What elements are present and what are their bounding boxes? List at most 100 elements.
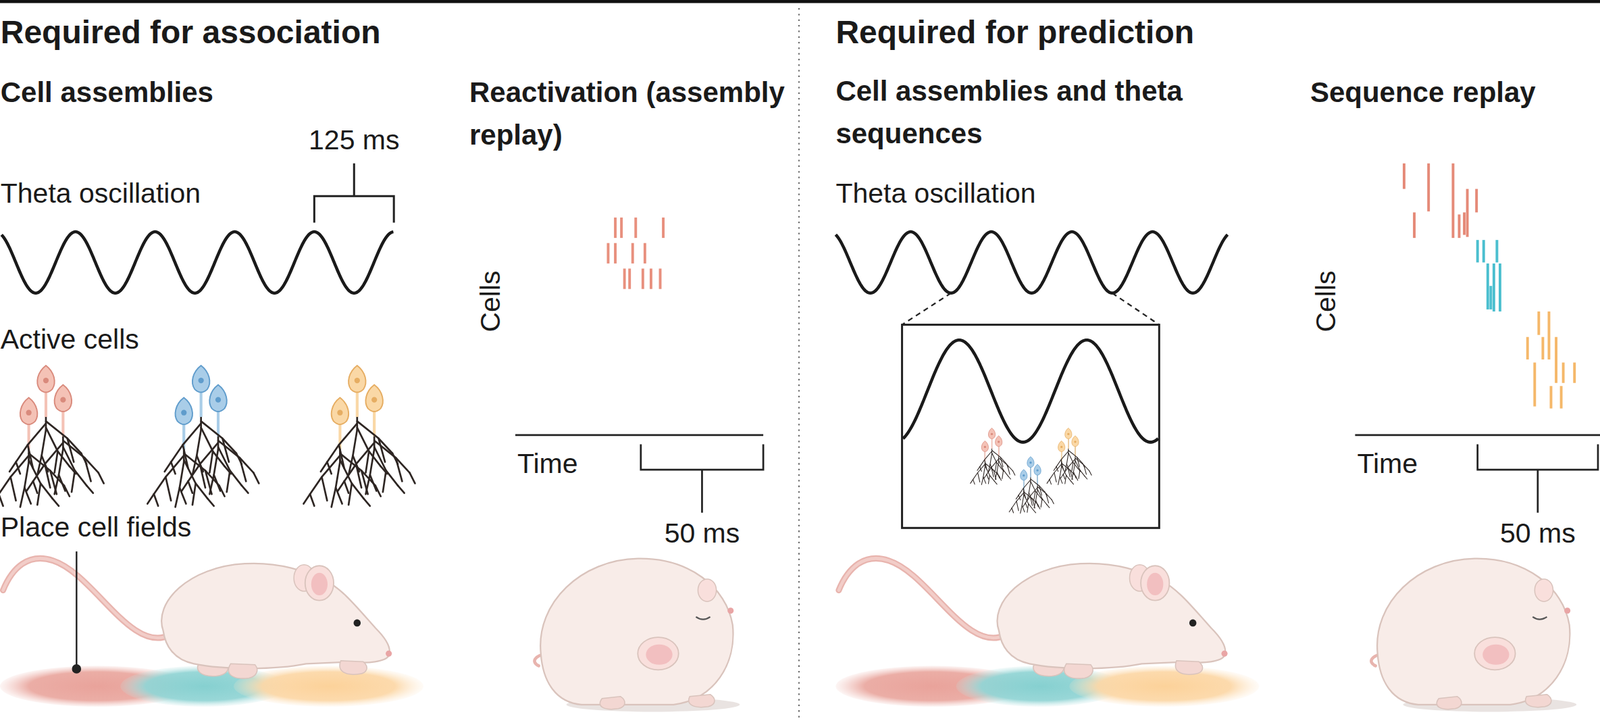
spike-tick (641, 268, 645, 289)
spike-tick (1427, 163, 1430, 212)
axis-label: Cells (1310, 270, 1343, 332)
dendrite (973, 479, 976, 485)
spike-tick (1554, 337, 1558, 383)
soma (192, 365, 210, 393)
dendrite (45, 420, 82, 454)
soma (331, 397, 349, 425)
dendrite (181, 480, 189, 491)
soma (54, 384, 72, 412)
dendrite (1025, 502, 1028, 508)
dendrite (1020, 495, 1024, 514)
rat-foot (688, 694, 715, 708)
rat-body (1377, 558, 1570, 705)
dendrite (1053, 466, 1057, 471)
dendrite (1011, 507, 1014, 513)
dendrite (977, 466, 980, 471)
dendrite (165, 476, 171, 501)
soma (175, 397, 193, 425)
spike-tick (606, 243, 610, 264)
inset-box (902, 324, 1160, 529)
spike-tick (1458, 214, 1461, 238)
theta-wave (835, 231, 1228, 294)
rat-eye (353, 619, 362, 627)
dendrite (321, 476, 327, 501)
dendrite (331, 461, 341, 508)
dendrite (386, 470, 398, 485)
dendrite (320, 461, 328, 472)
soma (981, 441, 989, 452)
nucleus (337, 409, 343, 416)
dendrite (183, 444, 189, 469)
dendrite (409, 472, 416, 484)
dendrite (16, 461, 21, 474)
pyramidal-neuron (970, 441, 1002, 485)
scale-label: 50 ms (1500, 518, 1576, 550)
dendrite (992, 449, 1007, 463)
spike-tick (631, 243, 635, 264)
dendrite (352, 455, 360, 472)
dendrite (344, 480, 349, 493)
dendrite (1060, 474, 1064, 479)
dendrite (196, 455, 204, 472)
spike-tick (1489, 285, 1492, 310)
nucleus (215, 397, 221, 403)
section-heading: Required for prediction (835, 14, 1195, 52)
panel-title: Sequence replay (1310, 70, 1536, 113)
scale-bracket (640, 443, 764, 512)
rat-nose (1221, 650, 1228, 657)
dendrite (67, 438, 75, 462)
pyramidal-neuron (147, 397, 225, 508)
spike-tick (659, 268, 662, 289)
pyramidal-neuron (984, 435, 1016, 480)
rat-body (161, 563, 390, 668)
dendrite (192, 429, 202, 475)
duration-label: 125 ms (308, 124, 400, 157)
zoom-lines (902, 293, 1160, 325)
spike-raster (607, 217, 664, 290)
rat-nose (385, 650, 392, 657)
axis-label: Time (517, 448, 579, 481)
pyramidal-neuron (1009, 469, 1041, 514)
spike-tick (620, 217, 623, 238)
spike-raster (1404, 163, 1477, 238)
cell-assembly (303, 365, 415, 507)
rat-eye-closed (695, 616, 710, 620)
nucleus (25, 409, 32, 416)
spike-raster (1477, 239, 1501, 312)
dendrite (1013, 470, 1016, 475)
spike-tick (1526, 337, 1530, 360)
leader-dot (72, 663, 82, 674)
dendrite (241, 485, 249, 494)
dendrite (1077, 457, 1080, 467)
dendrite (326, 461, 331, 474)
scale-bracket (1477, 443, 1598, 512)
soma (988, 427, 995, 439)
rat-tail (3, 557, 170, 638)
pyramidal-neuron (303, 397, 381, 508)
rat-foot (228, 663, 257, 679)
theta-wave (1, 231, 394, 294)
spike-tick (628, 268, 631, 289)
dendrite (1033, 509, 1037, 513)
dendrite (214, 474, 221, 492)
soma (1027, 456, 1035, 468)
rat-ear (1140, 565, 1170, 600)
dendrite (1073, 461, 1078, 469)
rat-eye-closed (1532, 616, 1547, 620)
dendrite (164, 461, 172, 472)
spike-tick (1562, 362, 1565, 383)
nucleus (354, 377, 360, 383)
cell-assembly (0, 365, 105, 507)
nucleus (990, 432, 993, 435)
dendrite (981, 466, 985, 485)
rat-foot (1436, 696, 1462, 710)
dendrite (357, 427, 369, 473)
dendrite (1018, 495, 1021, 500)
dendrite (1016, 501, 1019, 511)
spike-tick (1476, 239, 1480, 263)
soma (1020, 469, 1028, 481)
dendrite (1042, 498, 1047, 505)
dendrite (207, 498, 215, 506)
soma (1058, 441, 1066, 452)
